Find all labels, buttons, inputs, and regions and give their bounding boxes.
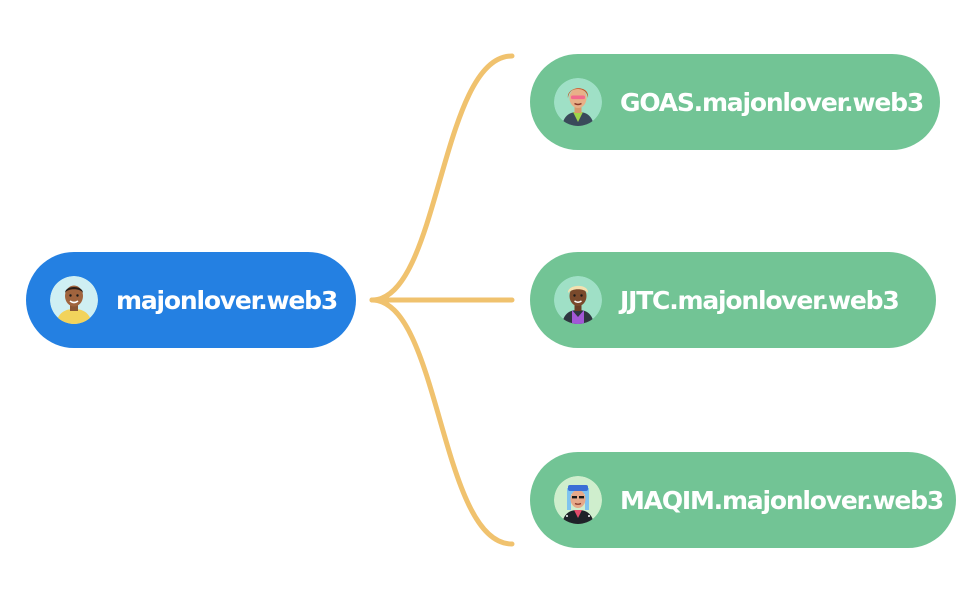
child-node-label: GOAS.majonlover.web3 [620,87,924,117]
child-node-maqim[interactable]: MAQIM.majonlover.web3 [530,452,956,548]
avatar-blonde-man-purple-shirt-icon [554,276,602,324]
root-node[interactable]: majonlover.web3 [26,252,356,348]
root-node-label: majonlover.web3 [116,285,338,315]
child-node-label: MAQIM.majonlover.web3 [620,485,944,515]
avatar-red-hair-woman-icon [554,78,602,126]
child-node-jjtc[interactable]: JJTC.majonlover.web3 [530,252,936,348]
child-node-label: JJTC.majonlover.web3 [620,285,900,315]
branch-line-bottom [369,297,515,547]
avatar-man-yellow-shirt-icon [50,276,98,324]
avatar-blue-hair-punk-icon [554,476,602,524]
child-node-goas[interactable]: GOAS.majonlover.web3 [530,54,940,150]
branch-line-top [369,53,515,303]
